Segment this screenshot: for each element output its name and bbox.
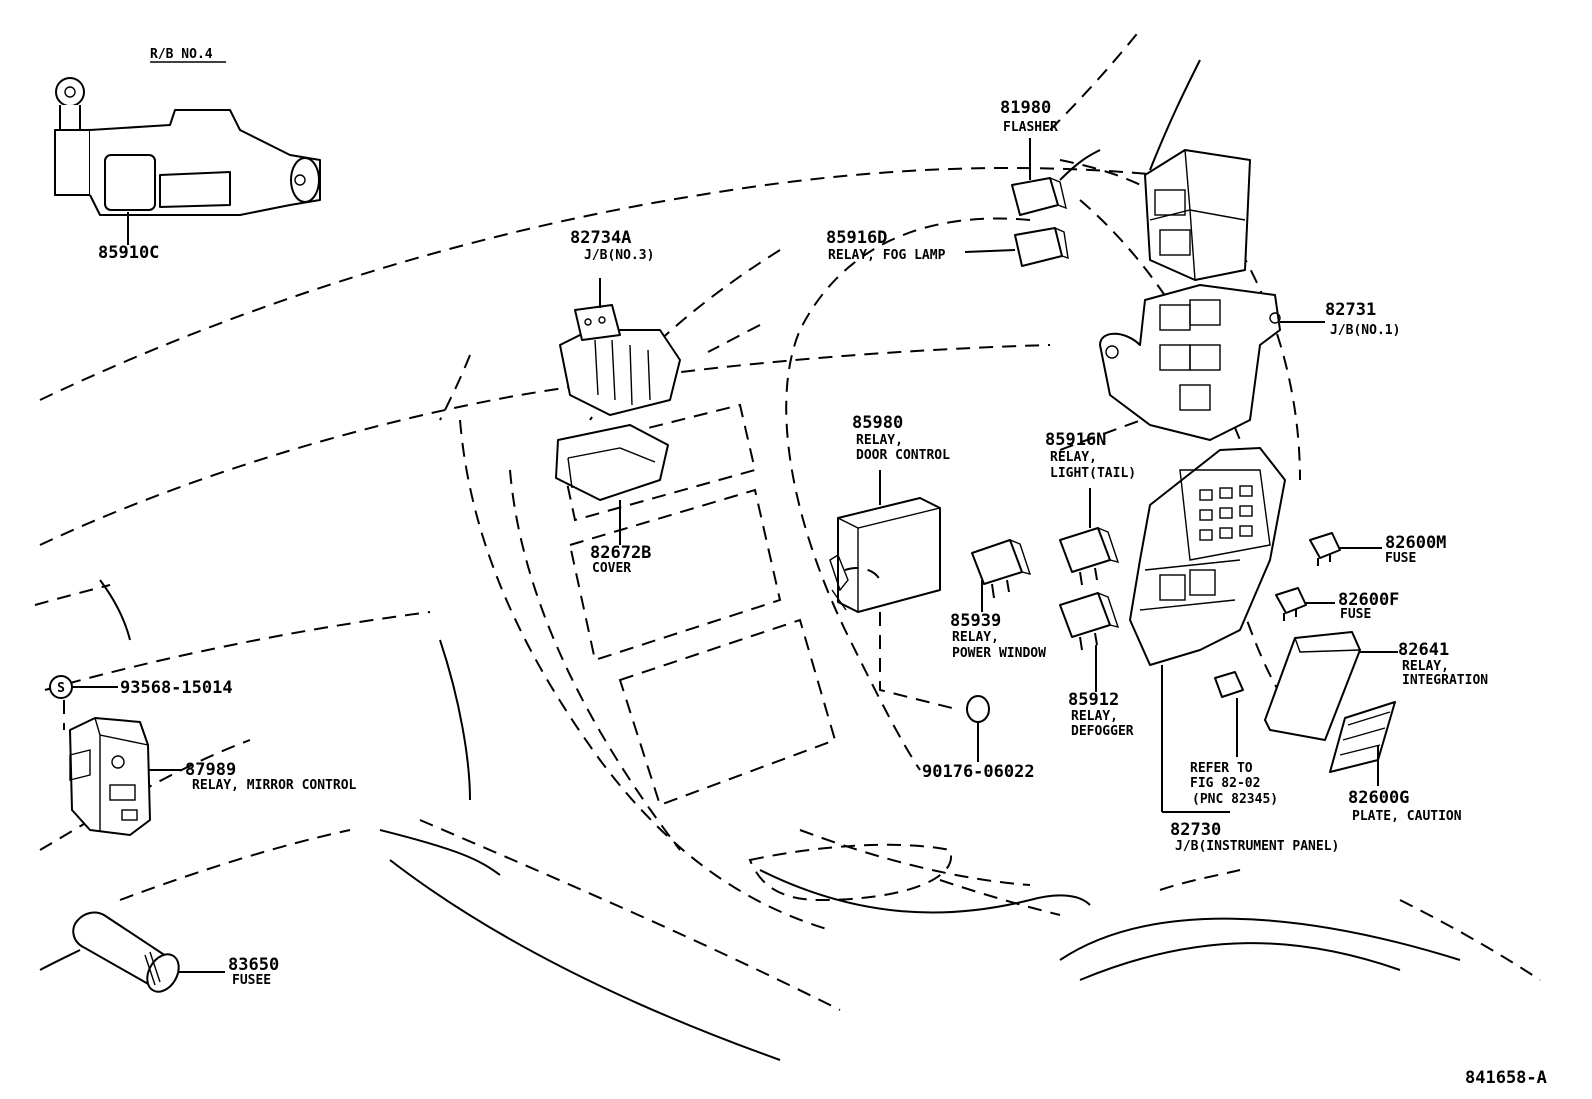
cover-part[interactable]: [555, 424, 669, 545]
callout-82641-number: 82641: [1398, 640, 1449, 660]
callout-85910c-number: 85910C: [98, 243, 159, 263]
callout-82731-number: 82731: [1325, 300, 1376, 320]
callout-82730-label: J/B(INSTRUMENT PANEL): [1175, 839, 1339, 854]
mirror-control-relay-part[interactable]: [63, 700, 182, 836]
callout-82641-label: RELAY,: [1402, 659, 1449, 674]
jb-instrument-panel-part[interactable]: [1129, 447, 1286, 813]
callout-81980-label: FLASHER: [1003, 120, 1058, 135]
callout-85912-label: RELAY,: [1071, 709, 1118, 724]
callout-82600m-number: 82600M: [1385, 533, 1446, 553]
door-control-relay-part[interactable]: [829, 470, 961, 711]
caution-plate-part[interactable]: [1329, 701, 1396, 786]
integration-relay-part[interactable]: [1264, 631, 1398, 741]
callout-82672b-number: 82672B: [590, 543, 651, 563]
defogger-relay-part[interactable]: [1059, 592, 1120, 692]
callout-82600g-label: PLATE, CAUTION: [1352, 809, 1462, 824]
rb-no4-title: R/B NO.4: [150, 47, 213, 62]
callout-82600g-number: 82600G: [1348, 788, 1409, 808]
callout-82734a-label: J/B(NO.3): [584, 248, 654, 263]
callout-82600f-label: FUSE: [1340, 607, 1371, 622]
callout-83650-number: 83650: [228, 955, 279, 975]
power-window-relay-part[interactable]: [971, 539, 1032, 612]
refer-note-line2: FIG 82-02: [1190, 776, 1260, 791]
callout-85916n-label2: LIGHT(TAIL): [1050, 466, 1136, 481]
callout-82600f-number: 82600F: [1338, 590, 1399, 610]
clip-90176-part[interactable]: [966, 695, 990, 762]
callout-93568-number: 93568-15014: [120, 678, 233, 698]
callout-87989-label: RELAY, MIRROR CONTROL: [192, 778, 357, 793]
callout-85916d-number: 85916D: [826, 228, 887, 248]
rb-no4-part[interactable]: [54, 77, 321, 245]
refer-note-line3: (PNC 82345): [1192, 792, 1278, 807]
callout-82734a-number: 82734A: [570, 228, 631, 248]
panel-openings: [558, 403, 953, 902]
callout-82641-label2: INTEGRATION: [1402, 673, 1488, 688]
callout-labels: R/B NO.4 85910C 82734A J/B(NO.3) 81980 F…: [98, 47, 1547, 1088]
callout-82730-number: 82730: [1170, 820, 1221, 840]
callout-90176-number: 90176-06022: [922, 762, 1035, 782]
callout-83650-label: FUSEE: [232, 973, 271, 988]
callout-85916d-label: RELAY, FOG LAMP: [828, 248, 946, 263]
fusee-part[interactable]: [72, 911, 225, 998]
callout-85916n-number: 85916N: [1045, 430, 1106, 450]
s-marker-label: S: [57, 681, 65, 696]
flasher-part[interactable]: [1011, 138, 1067, 216]
callout-85939-label2: POWER WINDOW: [952, 646, 1046, 661]
diagram-code: 841658-A: [1465, 1068, 1547, 1088]
callout-82600m-label: FUSE: [1385, 551, 1416, 566]
callout-85980-number: 85980: [852, 413, 903, 433]
jb-no1-part[interactable]: [1099, 149, 1325, 441]
fuse-82600m-part[interactable]: [1309, 532, 1382, 566]
callout-82672b-label: COVER: [592, 561, 631, 576]
body-lines: [39, 59, 1461, 1061]
callout-85980-label: RELAY,: [856, 433, 903, 448]
refer-pnc-part[interactable]: [1214, 671, 1244, 757]
refer-note-line1: REFER TO: [1190, 761, 1253, 776]
callout-87989-number: 87989: [185, 760, 236, 780]
callout-85939-label: RELAY,: [952, 630, 999, 645]
callout-85912-label2: DEFOGGER: [1071, 724, 1134, 739]
fuse-82600f-part[interactable]: [1275, 587, 1335, 621]
callout-81980-number: 81980: [1000, 98, 1051, 118]
jb-no3-part[interactable]: [559, 278, 681, 416]
callout-85939-number: 85939: [950, 611, 1001, 631]
callout-85980-label2: DOOR CONTROL: [856, 448, 950, 463]
fog-lamp-relay-part[interactable]: [964, 227, 1069, 267]
callout-85916n-label: RELAY,: [1050, 450, 1097, 465]
callout-82731-label: J/B(NO.1): [1330, 323, 1400, 338]
tail-light-relay-part[interactable]: [1059, 488, 1120, 586]
callout-85912-number: 85912: [1068, 690, 1119, 710]
s-marker[interactable]: S: [49, 675, 118, 699]
